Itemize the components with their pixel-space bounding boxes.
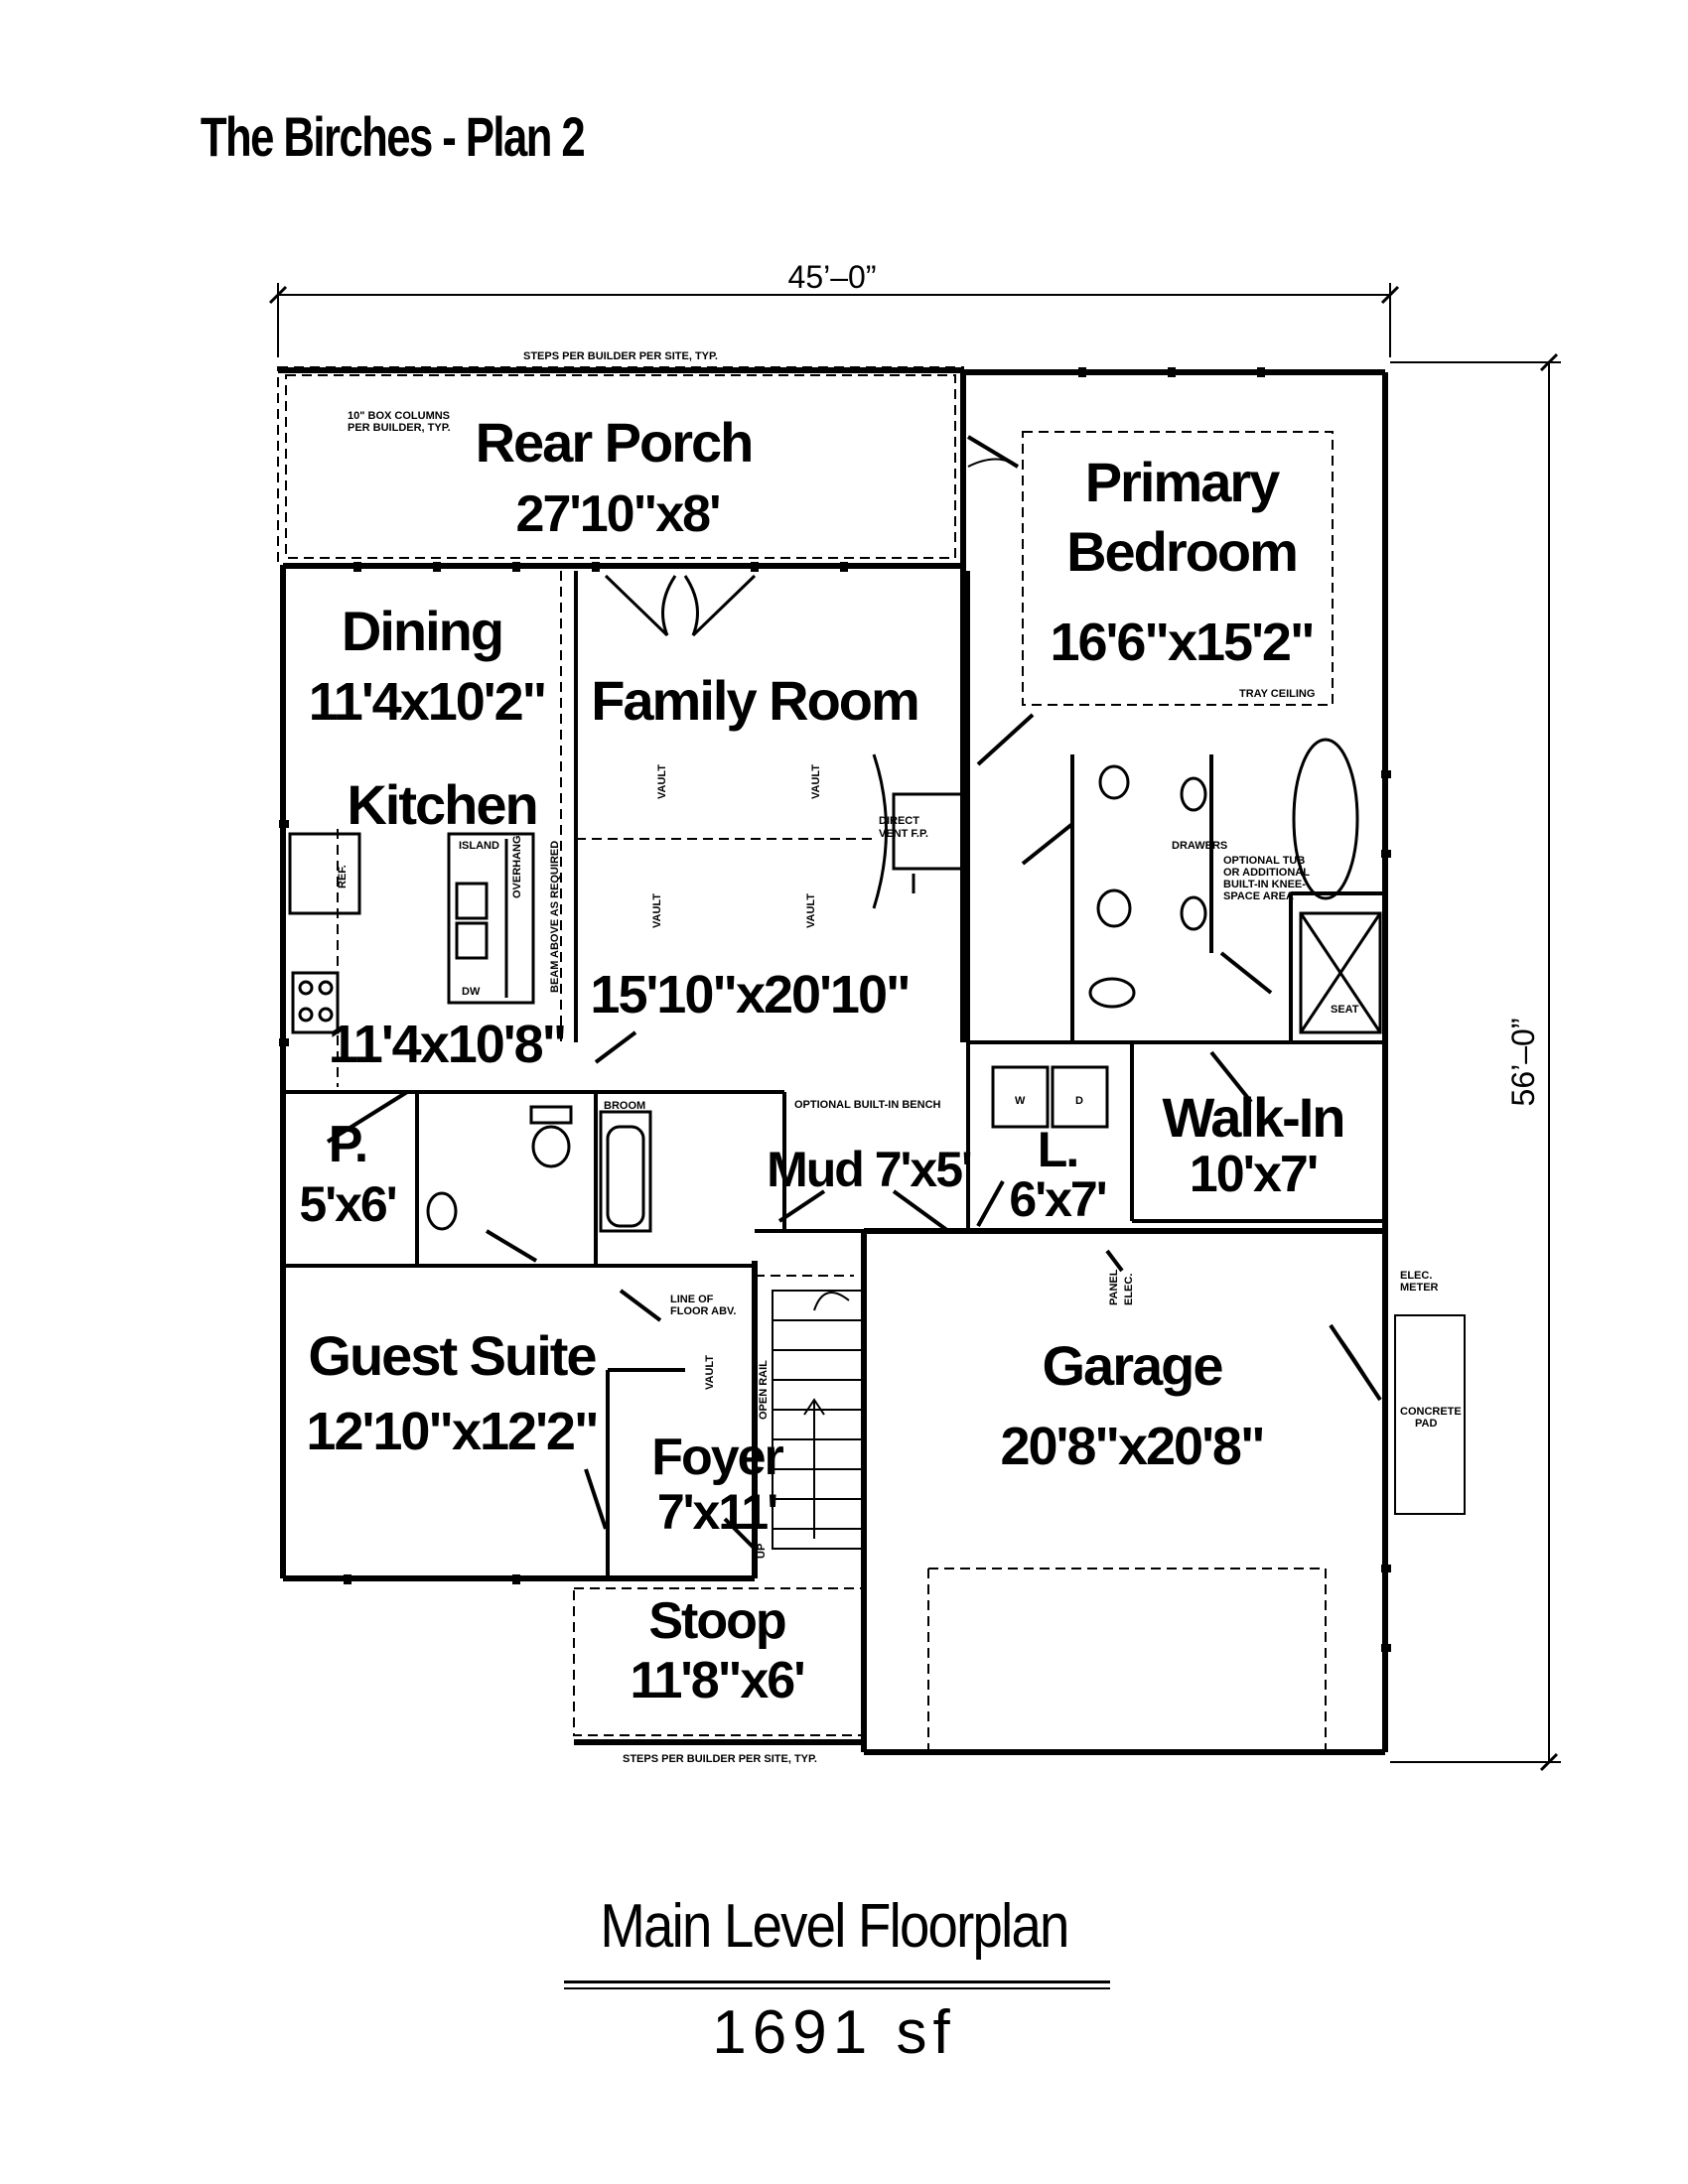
vault-note-1: VAULT bbox=[656, 764, 668, 799]
stoop-size: 11'8"x6' bbox=[630, 1652, 803, 1709]
concrete-pad-note-2: PAD bbox=[1415, 1418, 1437, 1430]
plan-notes: STEPS PER BUILDER PER SITE, TYP. STEPS P… bbox=[337, 350, 1462, 1765]
kitchen-fixtures bbox=[288, 832, 535, 1034]
steps-note-top: STEPS PER BUILDER PER SITE, TYP. bbox=[523, 350, 718, 362]
dining-size: 11'4x10'2" bbox=[309, 672, 546, 732]
powder-size: 5'x6' bbox=[299, 1176, 395, 1232]
vault-note-4: VAULT bbox=[805, 893, 817, 928]
vault-note-2: VAULT bbox=[810, 764, 822, 799]
dashed-lines bbox=[337, 431, 1334, 1752]
direct-vent-note-1: DIRECT bbox=[879, 815, 919, 827]
garage-name: Garage bbox=[1043, 1334, 1223, 1397]
beam-note: BEAM ABOVE AS REQUIRED bbox=[549, 841, 561, 993]
square-footage: 1691 sf bbox=[712, 1998, 956, 2067]
tray-ceiling-note: TRAY CEILING bbox=[1239, 688, 1315, 700]
floorplan-heading: Main Level Floorplan bbox=[600, 1892, 1069, 1961]
open-rail-note: OPEN RAIL bbox=[758, 1360, 770, 1420]
family-room-name: Family Room bbox=[591, 669, 918, 732]
family-room-size: 15'10"x20'10" bbox=[590, 965, 909, 1024]
drawers-note: DRAWERS bbox=[1172, 840, 1227, 852]
overhang-note: OVERHANG bbox=[511, 835, 523, 898]
dw-note: DW bbox=[462, 986, 481, 998]
garage-size: 20'8"x20'8" bbox=[1000, 1417, 1263, 1476]
kitchen-name: Kitchen bbox=[347, 773, 536, 836]
garage-details bbox=[1105, 1249, 1466, 1515]
rear-porch-name: Rear Porch bbox=[476, 411, 753, 474]
mud-name: Mud 7'x5' bbox=[767, 1142, 971, 1197]
elec-meter-note-1: ELEC. bbox=[1400, 1270, 1432, 1282]
ref-note: REF. bbox=[337, 865, 349, 888]
door-swings bbox=[326, 435, 1382, 1551]
elec-meter-note-2: METER bbox=[1400, 1282, 1439, 1294]
rear-french-doors bbox=[604, 574, 757, 637]
vault-note-5: VAULT bbox=[704, 1355, 716, 1390]
kitchen-size: 11'4x10'8" bbox=[329, 1015, 566, 1074]
optional-tub-note-1: OPTIONAL TUB bbox=[1223, 855, 1305, 867]
bench-note: OPTIONAL BUILT-IN BENCH bbox=[794, 1099, 941, 1111]
plan-title: The Birches - Plan 2 bbox=[200, 105, 586, 168]
optional-tub-note-2: OR ADDITIONAL bbox=[1223, 867, 1310, 879]
depth-dimension-line bbox=[1390, 352, 1561, 1772]
steps-note-bottom: STEPS PER BUILDER PER SITE, TYP. bbox=[623, 1753, 817, 1765]
heading-underline-2 bbox=[564, 1987, 1110, 1989]
line-of-floor-note-1: LINE OF bbox=[670, 1294, 714, 1305]
optional-tub-note-4: SPACE AREA bbox=[1223, 890, 1294, 902]
exterior-walls bbox=[280, 369, 1388, 1755]
laundry-name: L. bbox=[1038, 1122, 1077, 1177]
foyer-size: 7'x11' bbox=[657, 1484, 776, 1540]
width-dimension: 45’–0” bbox=[788, 259, 877, 295]
concrete-pad-note-1: CONCRETE bbox=[1400, 1406, 1462, 1418]
guest-suite-name: Guest Suite bbox=[308, 1324, 596, 1387]
laundry-size: 6'x7' bbox=[1009, 1171, 1105, 1227]
foyer-name: Foyer bbox=[651, 1429, 783, 1486]
primary-bedroom-name-1: Primary bbox=[1085, 451, 1280, 513]
window-marks bbox=[279, 367, 1391, 1652]
walk-in-name: Walk-In bbox=[1162, 1086, 1343, 1149]
heading-underline bbox=[564, 1980, 1110, 1983]
walk-in-size: 10'x7' bbox=[1190, 1146, 1317, 1203]
broom-note: BROOM bbox=[604, 1100, 645, 1112]
island-note: ISLAND bbox=[459, 840, 499, 852]
depth-dimension: 56’–0” bbox=[1505, 1019, 1541, 1107]
seat-note: SEAT bbox=[1331, 1004, 1359, 1016]
rear-porch-size: 27'10"x8' bbox=[516, 485, 720, 543]
washer-note: W bbox=[1015, 1095, 1026, 1107]
box-columns-note-2: PER BUILDER, TYP. bbox=[348, 422, 451, 434]
vault-note-3: VAULT bbox=[651, 893, 663, 928]
panel-note: PANEL bbox=[1108, 1269, 1120, 1305]
direct-vent-note-2: VENT F.P. bbox=[879, 828, 928, 840]
width-dimension-line bbox=[268, 283, 1400, 357]
elec-note: ELEC. bbox=[1123, 1274, 1135, 1305]
stairs bbox=[772, 1290, 863, 1550]
interior-walls bbox=[283, 571, 1385, 1578]
guest-suite-size: 12'10"x12'2" bbox=[306, 1402, 597, 1461]
line-of-floor-note-2: FLOOR ABV. bbox=[670, 1305, 736, 1317]
room-labels: Rear Porch 27'10"x8' Primary Bedroom 16'… bbox=[299, 411, 1345, 1709]
primary-bedroom-size: 16'6"x15'2" bbox=[1050, 613, 1313, 672]
up-note: UP bbox=[756, 1544, 768, 1559]
stoop-name: Stoop bbox=[648, 1592, 785, 1650]
dryer-note: D bbox=[1075, 1095, 1083, 1107]
dining-name: Dining bbox=[342, 600, 502, 662]
optional-tub-note-3: BUILT-IN KNEE- bbox=[1223, 879, 1306, 890]
powder-name: P. bbox=[329, 1116, 366, 1173]
fireplace bbox=[872, 753, 965, 909]
stoop-outline bbox=[573, 1587, 863, 1736]
laundry-fixtures bbox=[991, 1065, 1109, 1129]
bath-fixtures bbox=[426, 738, 1382, 1233]
primary-bedroom-name-2: Bedroom bbox=[1066, 520, 1297, 583]
box-columns-note-1: 10" BOX COLUMNS bbox=[348, 410, 450, 422]
